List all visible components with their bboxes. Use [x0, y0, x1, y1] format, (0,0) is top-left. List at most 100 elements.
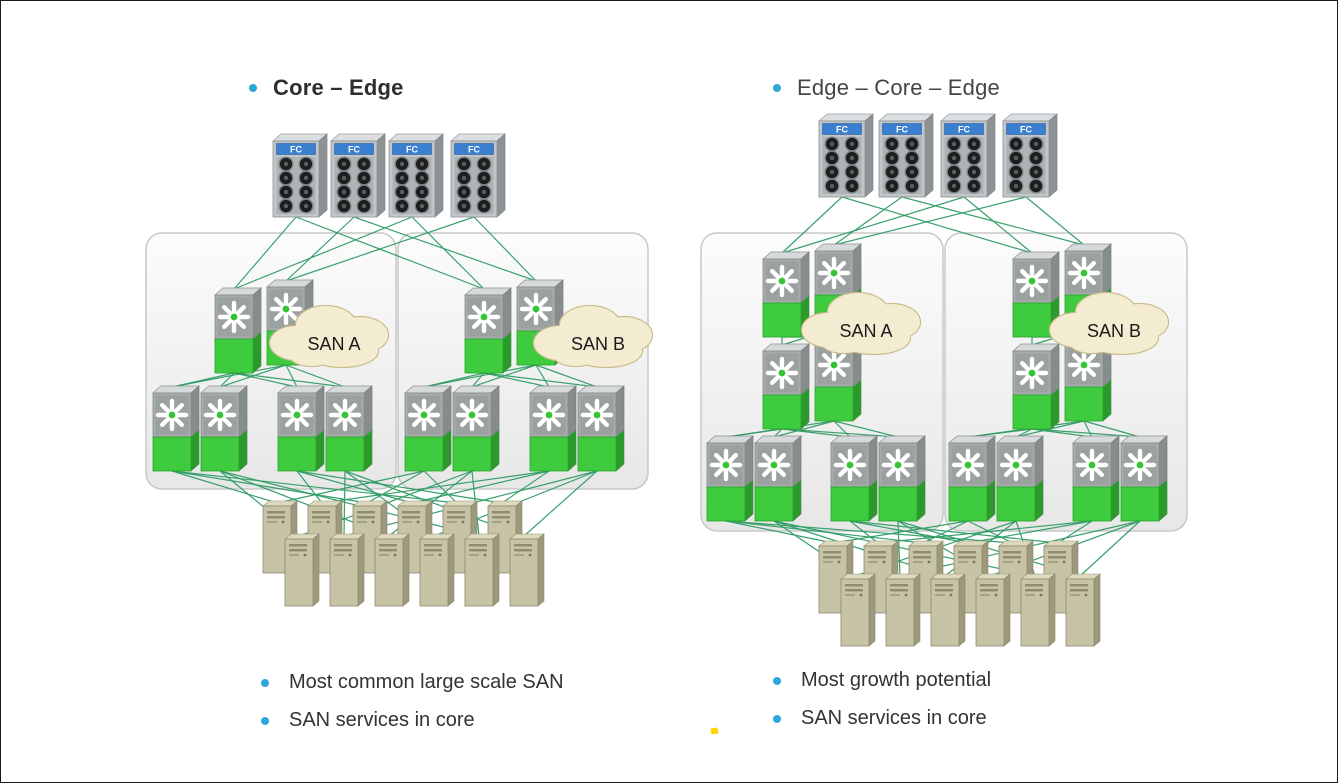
cloud-label: SAN A: [307, 334, 360, 354]
fc-storage-array: [450, 133, 506, 218]
left-title-text: Core – Edge: [273, 75, 404, 100]
edge-switch: [326, 386, 372, 471]
fc-storage-array: [388, 133, 444, 218]
bullet-icon: [773, 84, 781, 92]
connection-line: [276, 470, 425, 504]
connection-line: [473, 216, 537, 282]
bullet-icon: [249, 84, 257, 92]
connection-line: [296, 470, 503, 504]
note-item: SAN services in core: [773, 707, 991, 730]
note-text: SAN services in core: [289, 709, 475, 731]
connection-line: [321, 470, 550, 504]
note-text: Most growth potential: [801, 669, 992, 691]
note-item: Most common large scale SAN: [261, 671, 564, 694]
note-item: SAN services in core: [261, 709, 564, 732]
connection-line: [535, 364, 550, 388]
connection-line: [171, 470, 278, 504]
connection-line: [963, 196, 1033, 254]
bullet-icon: [773, 714, 781, 723]
right-notes: Most growth potential SAN services in co…: [773, 669, 991, 730]
connection-line: [841, 196, 1033, 254]
connection-line: [849, 520, 969, 544]
connection-line: [781, 196, 843, 254]
connection-line: [343, 470, 346, 537]
edge-switch: [578, 386, 624, 471]
left-notes: Most common large scale SAN SAN services…: [261, 671, 564, 732]
right-title-text: Edge – Core – Edge: [797, 75, 1000, 100]
connection-line: [833, 196, 1027, 246]
san-cloud: SAN B: [1048, 291, 1170, 356]
server: [464, 533, 500, 607]
bullet-icon: [773, 676, 781, 685]
connection-line: [535, 364, 598, 388]
connection-line: [1025, 196, 1085, 246]
connection-line: [219, 470, 480, 537]
connection-line: [285, 216, 475, 282]
edge-switch: [831, 436, 877, 521]
edge-switch: [201, 386, 247, 471]
server: [419, 533, 455, 607]
fc-storage-array: [878, 113, 934, 198]
edge-switch: [278, 386, 324, 471]
cloud-label: SAN B: [1087, 321, 1141, 341]
connection-line: [219, 364, 287, 388]
edge-switch: [949, 436, 995, 521]
connection-line: [725, 520, 834, 544]
connection-line: [1057, 520, 1093, 544]
san-cloud: SAN B: [532, 304, 654, 369]
edge-switch: [997, 436, 1043, 521]
server: [975, 573, 1011, 647]
connection-line: [411, 216, 485, 290]
connection-line: [285, 216, 355, 282]
san-cloud: SAN A: [800, 291, 922, 356]
connection-line: [1083, 420, 1141, 438]
cloud-label: SAN A: [839, 321, 892, 341]
edge-switch: [763, 252, 809, 337]
core-switch: [465, 288, 511, 373]
connection-line: [833, 420, 899, 438]
edge-switch: [1121, 436, 1167, 521]
server: [840, 573, 876, 647]
connection-line: [423, 470, 458, 504]
connection-line: [781, 428, 899, 438]
connection-line: [171, 364, 287, 388]
connection-line: [233, 216, 297, 290]
edge-switch: [755, 436, 801, 521]
core-switch: [215, 288, 261, 373]
edge-switch: [879, 436, 925, 521]
note-item: Most growth potential: [773, 669, 991, 692]
connection-line: [781, 196, 965, 254]
connection-line: [171, 470, 368, 504]
san-cloud: SAN A: [268, 304, 390, 369]
server: [509, 533, 545, 607]
note-text: Most common large scale SAN: [289, 671, 564, 693]
connection-line: [233, 372, 346, 388]
connection-line: [483, 372, 598, 388]
connection-line: [832, 520, 969, 544]
connection-line: [849, 520, 1059, 544]
connection-line: [773, 420, 835, 438]
right-diagram-title: Edge – Core – Edge: [773, 75, 1000, 101]
server: [374, 533, 410, 607]
edge-switch: [453, 386, 499, 471]
server: [1065, 573, 1101, 647]
server: [930, 573, 966, 647]
bullet-icon: [261, 716, 269, 725]
connection-line: [423, 364, 537, 388]
server: [1020, 573, 1056, 647]
connection-line: [285, 364, 298, 388]
connection-line: [833, 196, 903, 246]
connection-line: [1083, 420, 1093, 438]
server: [329, 533, 365, 607]
connection-line: [967, 520, 1014, 544]
connection-line: [967, 520, 1093, 544]
connection-line: [366, 470, 425, 504]
connection-line: [285, 364, 346, 388]
connection-line: [1031, 428, 1141, 438]
note-text: SAN services in core: [801, 707, 987, 729]
edge-switch: [153, 386, 199, 471]
left-diagram-title: Core – Edge: [249, 75, 404, 101]
edge-switch: [405, 386, 451, 471]
connection-line: [501, 470, 550, 504]
